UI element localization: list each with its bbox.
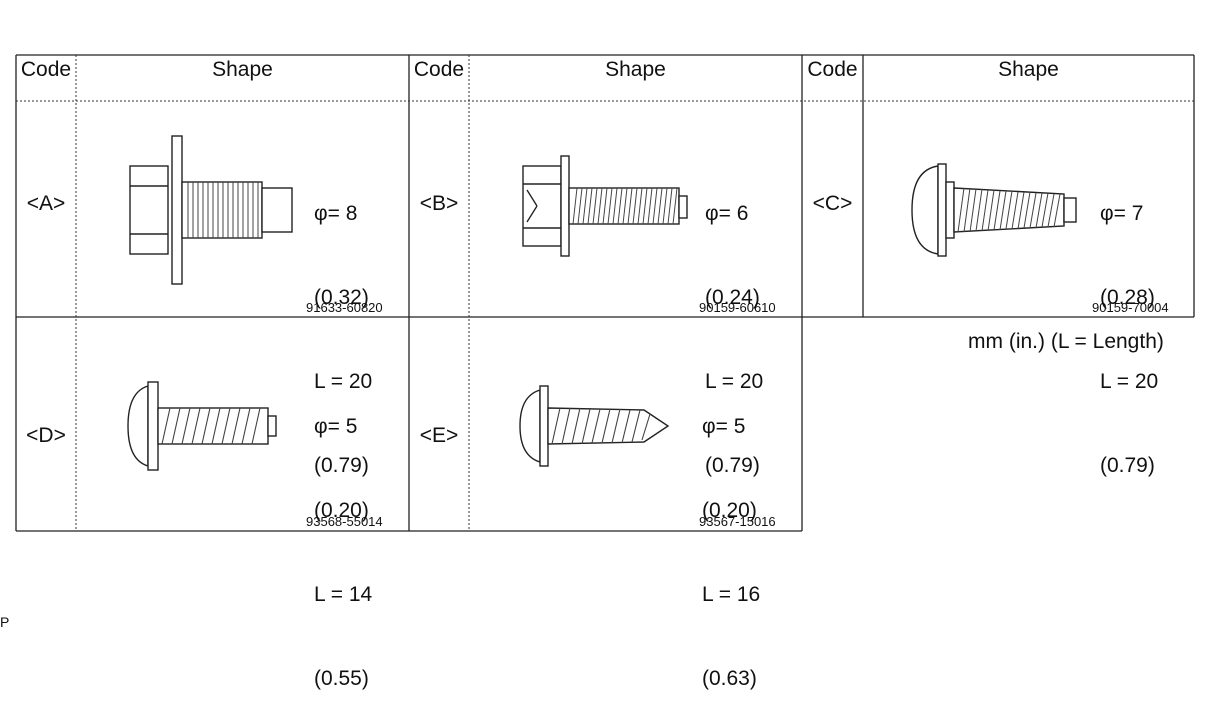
spec-d-diameter-in: (0.20) xyxy=(314,499,369,522)
spec-a: φ= 8 (0.32) L = 20 (0.79) xyxy=(314,144,372,508)
spec-c-length: L = 20 xyxy=(1100,370,1159,393)
part-number-a: 91633-60820 xyxy=(306,300,383,315)
hex-flange-bolt-a-icon xyxy=(129,135,293,285)
tapping-screw-e-icon xyxy=(519,385,670,467)
spec-d-diameter: φ= 5 xyxy=(314,415,358,438)
spec-a-length: L = 20 xyxy=(314,370,373,393)
spec-c-diameter: φ= 7 xyxy=(1100,202,1144,225)
header-shape-1: Shape xyxy=(212,58,273,81)
code-d: <D> xyxy=(26,424,66,447)
pan-head-bolt-c-icon xyxy=(911,163,1077,257)
spec-d-length: L = 14 xyxy=(314,583,373,606)
part-number-d: 93568-55014 xyxy=(306,514,383,529)
part-number-b: 90159-60610 xyxy=(699,300,776,315)
code-e: <E> xyxy=(419,424,459,447)
header-code-1: Code xyxy=(20,58,72,81)
hex-flange-bolt-b-icon xyxy=(522,155,688,257)
spec-c-length-in: (0.79) xyxy=(1100,454,1155,477)
spec-e-diameter-in: (0.20) xyxy=(702,499,757,522)
header-shape-2: Shape xyxy=(605,58,666,81)
spec-a-diameter-in: (0.32) xyxy=(314,286,369,309)
part-number-c: 90159-70004 xyxy=(1092,300,1169,315)
spec-c: φ= 7 (0.28) L = 20 (0.79) xyxy=(1100,144,1158,508)
spec-b-diameter-in: (0.24) xyxy=(705,286,760,309)
spec-e-length-in: (0.63) xyxy=(702,667,757,690)
tapping-screw-d-icon xyxy=(127,381,277,471)
code-c: <C> xyxy=(812,192,853,215)
spec-e: φ= 5 (0.20) L = 16 (0.63) xyxy=(702,357,760,721)
part-number-e: 93567-15016 xyxy=(699,514,776,529)
spec-e-diameter: φ= 5 xyxy=(702,415,746,438)
spec-b-length-in: (0.79) xyxy=(705,454,760,477)
spec-b-diameter: φ= 6 xyxy=(705,202,749,225)
units-note: mm (in.) (L = Length) xyxy=(968,330,1164,353)
table-grid xyxy=(15,54,1195,532)
spec-b: φ= 6 (0.24) L = 20 (0.79) xyxy=(705,144,763,508)
spec-a-diameter: φ= 8 xyxy=(314,202,358,225)
header-code-3: Code xyxy=(807,58,858,81)
code-a: <A> xyxy=(26,192,66,215)
spec-d-length-in: (0.55) xyxy=(314,667,369,690)
spec-c-diameter-in: (0.28) xyxy=(1100,286,1155,309)
spec-a-length-in: (0.79) xyxy=(314,454,369,477)
spec-b-length: L = 20 xyxy=(705,370,764,393)
corner-mark: P xyxy=(0,614,10,630)
header-code-2: Code xyxy=(413,58,465,81)
header-shape-3: Shape xyxy=(998,58,1059,81)
code-b: <B> xyxy=(419,192,459,215)
spec-d: φ= 5 (0.20) L = 14 (0.55) xyxy=(314,357,372,721)
spec-e-length: L = 16 xyxy=(702,583,761,606)
